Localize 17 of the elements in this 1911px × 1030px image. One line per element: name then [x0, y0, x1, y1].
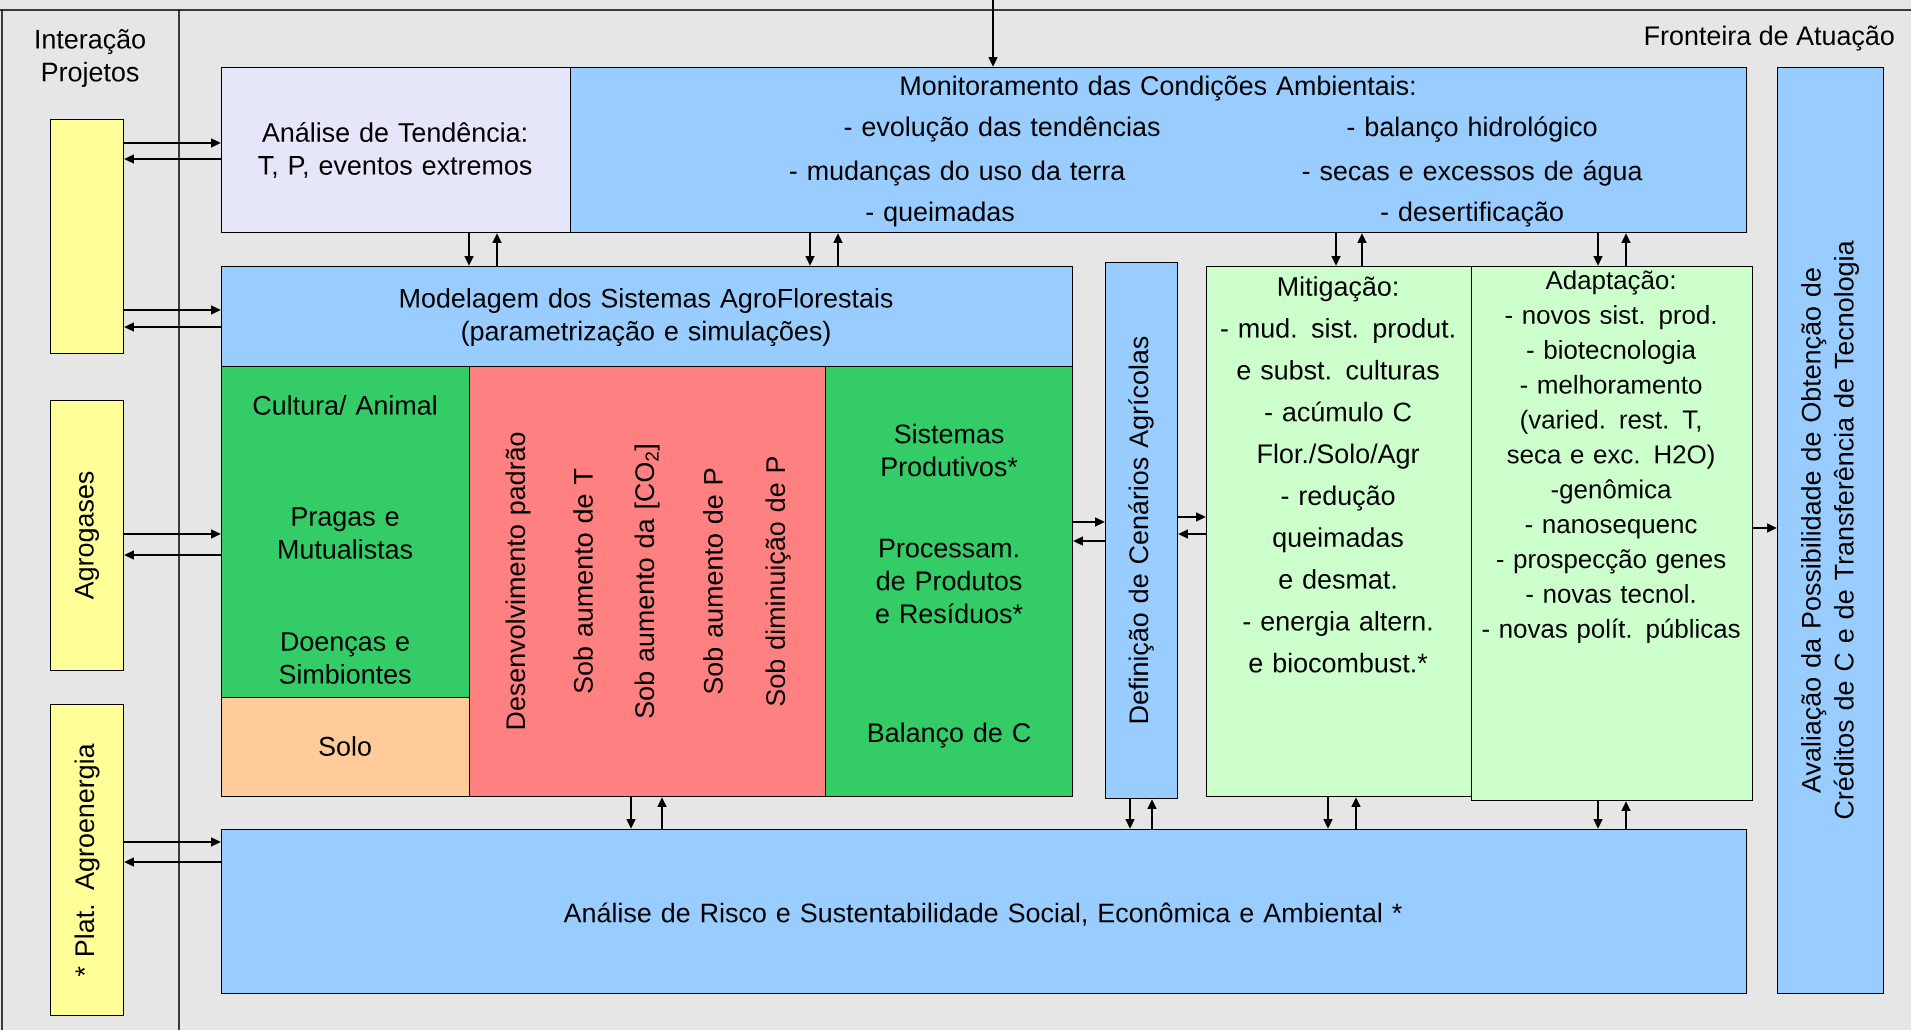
project-box: * Plat. Agroenergia [50, 704, 124, 1016]
process-box: Solo [221, 697, 470, 797]
process-box: Análise de Risco e Sustentabilidade Social, Econômica e Ambiental * [221, 829, 1748, 994]
project-box: Agrogases [50, 400, 124, 671]
vertical-box: Definição de Cenários Agrícolas [1105, 262, 1178, 799]
process-box: Desenvolvimento padrão Sob aumento de T Sob aumento da [CO$_{2}$] Sob aumento de P Sob diminuição de P [469, 366, 826, 797]
frame-label: Interação Projetos [36, 29, 145, 87]
process-box: Sistemas Produtivos* Processam. de Produtos e Resíduos* Balanço de C [825, 366, 1073, 797]
process-box: Análise de Tendência: T, P, eventos extremos [221, 67, 571, 233]
process-box: Modelagem dos Sistemas AgroFlorestais (parametrização e simulações) [221, 266, 1073, 367]
project-box [50, 119, 124, 354]
vertical-box: Avaliação da Possibilidade de Obtenção de Créditos de C e de Transferência de Tecnologia [1777, 67, 1884, 995]
frame-label: Fronteira de Atuação [1645, 25, 1894, 51]
process-box: Adaptação: - novos sist. prod. - biotecnologia - melhoramento (varied. rest. T, seca e exc. H2O) -genômica - nanosequenc - prospecção genes - novas tecnol. - novas polít. públicas [1471, 266, 1753, 801]
process-box: Monitoramento das Condições Ambientais: - evolução das tendências - mudanças do uso da terra - queimadas - balanço hidrológico - secas e excessos de água - desertificação [570, 67, 1748, 233]
process-box: Cultura/ Animal Pragas e Mutualistas Doenças e Simbiontes [221, 366, 470, 698]
process-box: Mitigação: - mud. sist. produt. e subst. culturas - acúmulo C Flor./Solo/Agr - redução queimadas e desmat. - energia altern. e biocombust.* [1206, 266, 1472, 797]
